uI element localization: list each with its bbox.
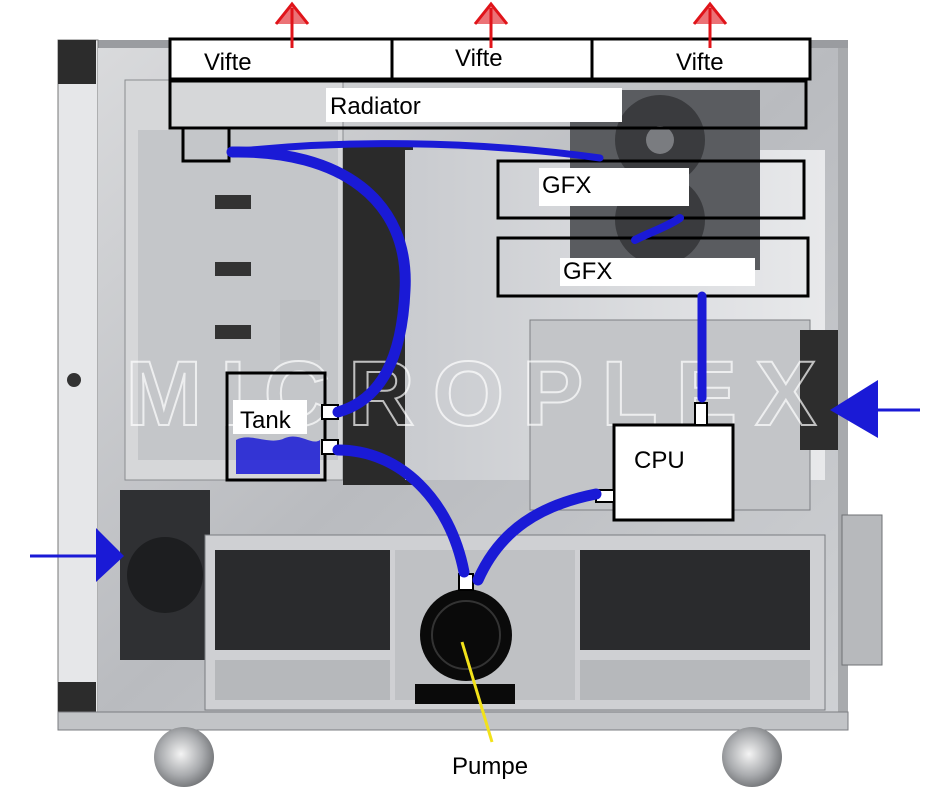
fan-3-label: Vifte	[676, 49, 724, 76]
tank: Tank	[225, 371, 339, 482]
arrow-up-icon	[473, 1, 509, 48]
fan-1: Vifte	[168, 37, 394, 81]
case-wheel-right	[722, 727, 782, 787]
radiator-outlet	[181, 126, 231, 163]
pump-label: Pumpe	[452, 753, 528, 780]
fan-1-label: Vifte	[204, 49, 252, 76]
arrow-up-icon	[692, 1, 728, 48]
arrow-right-icon	[30, 528, 124, 582]
fan-2-label: Vifte	[455, 45, 503, 72]
cpu: CPU	[595, 402, 735, 522]
gfx-2: GFX	[496, 236, 810, 298]
case-wheel-left	[154, 727, 214, 787]
tank-label: Tank	[240, 407, 292, 434]
radiator-label: Radiator	[330, 93, 421, 120]
tube-tank-to-pump	[332, 444, 470, 578]
gfx-2-label: GFX	[563, 258, 612, 285]
computer-case	[57, 39, 883, 731]
tube-radiator-to-gfx	[228, 140, 604, 162]
radiator: Radiator	[168, 79, 808, 130]
fan-3: Vifte	[590, 37, 812, 81]
gfx-1-label: GFX	[542, 172, 591, 199]
tube-radiator-to-tank	[226, 146, 411, 418]
arrow-up-icon	[274, 1, 310, 48]
tube-gfx1-to-gfx2	[631, 214, 684, 244]
gfx-1: GFX	[496, 159, 806, 220]
tube-cpu-to-pump	[472, 488, 602, 586]
arrow-left-icon	[830, 380, 920, 438]
pump	[415, 573, 515, 704]
coolant-tubing	[226, 140, 707, 586]
pump-pointer	[460, 641, 494, 743]
cpu-label: CPU	[634, 447, 685, 474]
